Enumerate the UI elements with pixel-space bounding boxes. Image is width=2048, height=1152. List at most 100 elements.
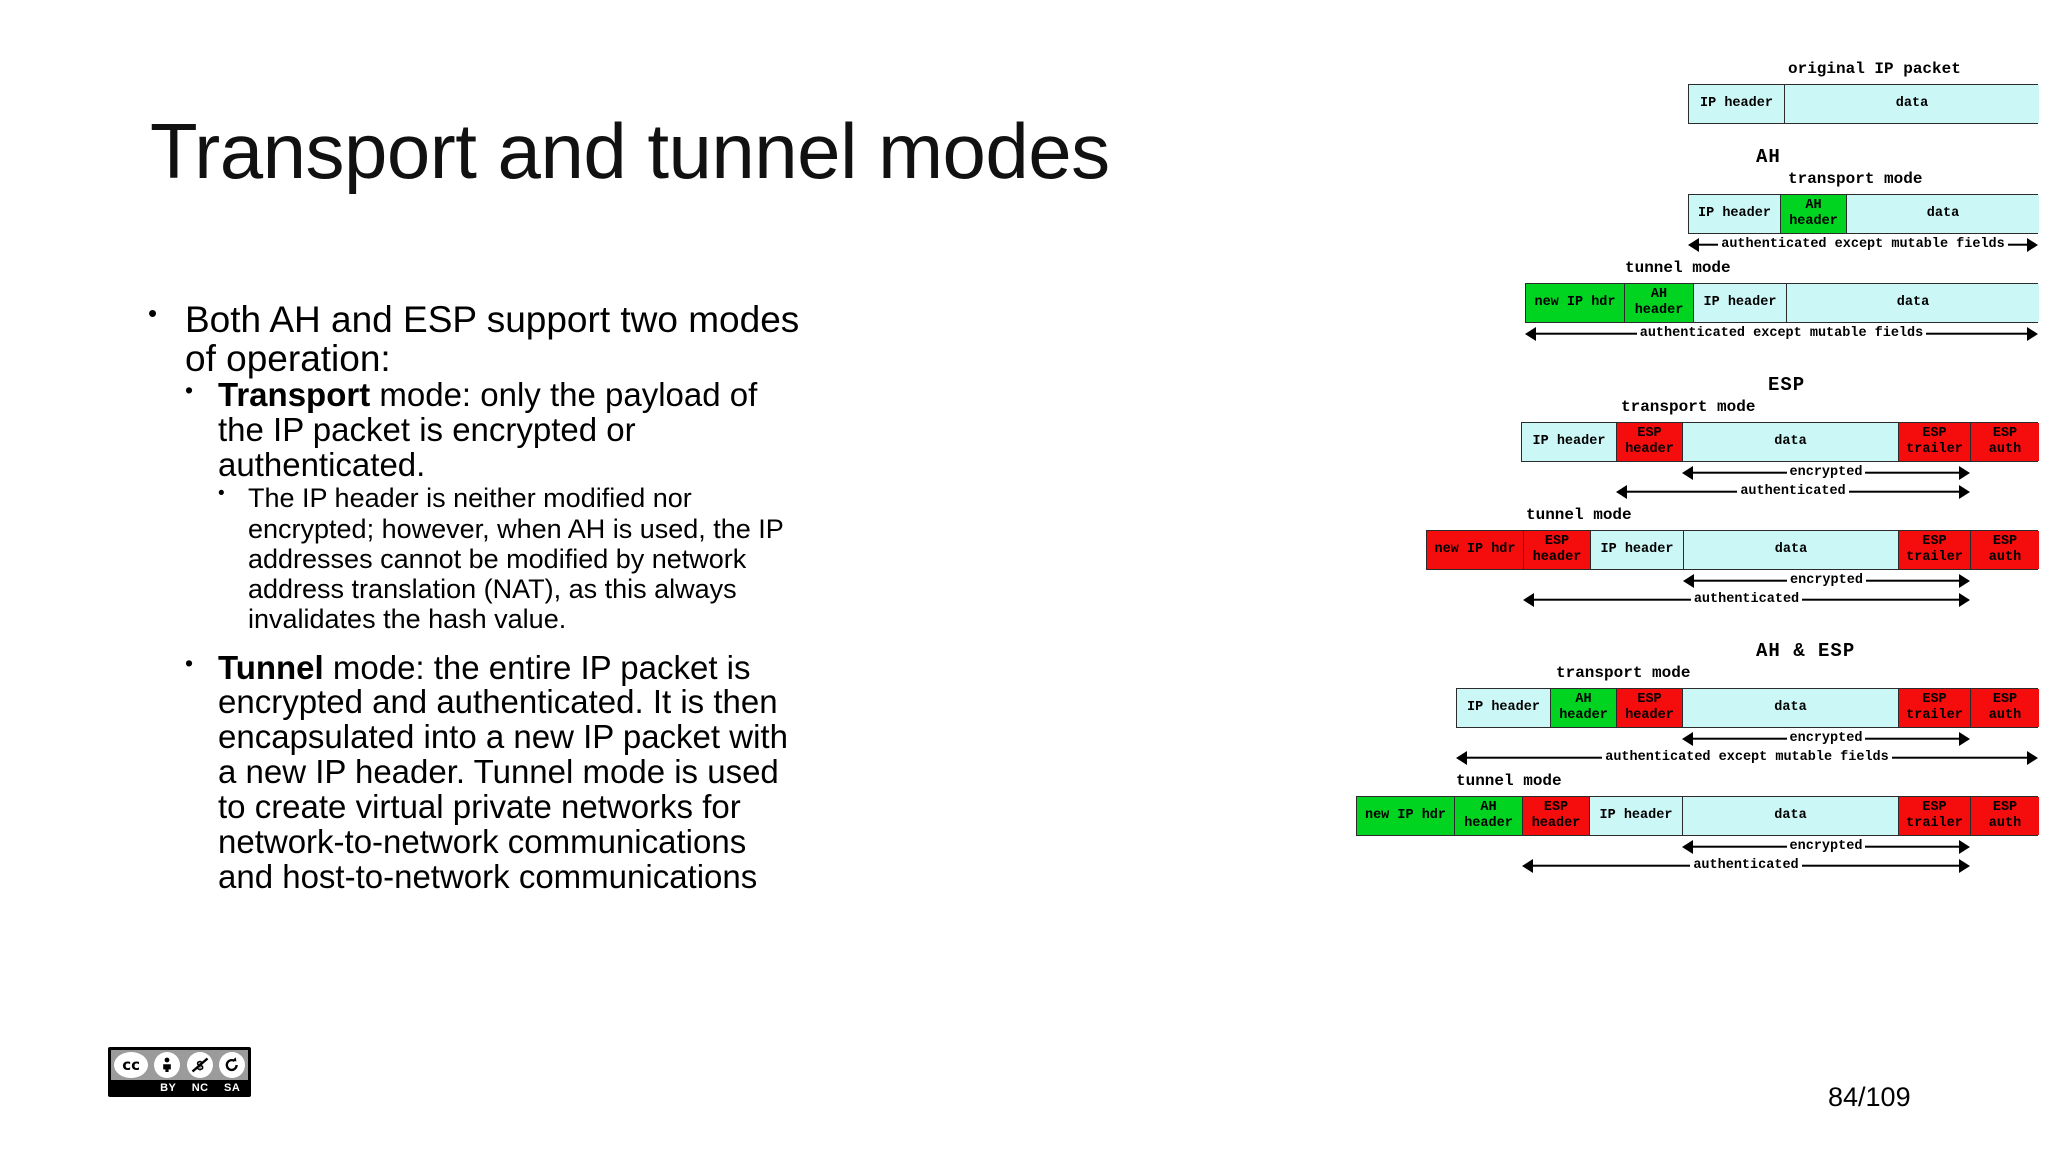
packet-field-label: ESP xyxy=(1922,692,1947,708)
page-title: Transport and tunnel modes xyxy=(150,107,1110,195)
arrow-head-right-icon xyxy=(1959,573,1970,588)
list-item: • Both AH and ESP support two modes of o… xyxy=(148,298,808,896)
tunnel-rest: mode: the entire IP packet is encrypted … xyxy=(218,648,788,896)
mode-caption: transport mode xyxy=(1621,398,1756,416)
packet-field: IP header xyxy=(1590,797,1683,835)
cc-by-label: BY xyxy=(160,1082,177,1094)
packet-field: IP header xyxy=(1591,531,1684,569)
span-arrow: authenticated xyxy=(1523,590,1970,609)
arrow-head-left-icon xyxy=(1688,237,1699,252)
arrow-head-right-icon xyxy=(2027,237,2038,252)
bullet-transport-text: Transport mode: only the payload of the … xyxy=(218,376,808,484)
packet-field-label: ESP xyxy=(1992,800,2018,816)
arrow-head-right-icon xyxy=(2027,326,2038,341)
arrow-head-right-icon xyxy=(1959,592,1970,607)
packet-field-label: trailer xyxy=(1906,816,1963,831)
transport-detail-text: The IP header is neither modified nor en… xyxy=(248,483,784,635)
cc-sa-label: SA xyxy=(223,1082,241,1094)
arrow-label: encrypted xyxy=(1786,840,1866,854)
packet-field-label: trailer xyxy=(1906,550,1963,565)
bullet-tunnel-text: Tunnel mode: the entire IP packet is enc… xyxy=(218,648,808,896)
slide-body: • Both AH and ESP support two modes of o… xyxy=(148,298,808,897)
packet-field-label: IP header xyxy=(1600,542,1674,558)
span-arrow: authenticated except mutable fields xyxy=(1688,235,2038,254)
arrow-head-right-icon xyxy=(1959,839,1970,854)
packet-field-label: IP header xyxy=(1532,434,1606,450)
packet-field: new IP hdr xyxy=(1526,284,1625,322)
cc-logo-icon: cc xyxy=(114,1052,149,1078)
caption-original-packet: original IP packet xyxy=(1788,60,1961,78)
cc-icon-row: cc $ xyxy=(111,1050,248,1080)
mode-caption: tunnel mode xyxy=(1625,259,1731,277)
packet-field-label: data xyxy=(1774,434,1807,450)
packet-field-label: auth xyxy=(1988,550,2022,565)
mode-caption: transport mode xyxy=(1556,664,1691,682)
bullet-level1-text: Both AH and ESP support two modes of ope… xyxy=(185,299,800,380)
packet-field-label: AH xyxy=(1575,692,1592,708)
arrow-head-right-icon xyxy=(1959,858,1970,873)
packet-field: IP header xyxy=(1457,689,1551,727)
mode-caption: transport mode xyxy=(1788,170,1923,188)
packet-field-label: AH xyxy=(1805,198,1822,214)
group-label-ah: AH xyxy=(1756,146,1781,168)
packet-field-label: header xyxy=(1531,816,1581,831)
transport-rest: mode: only the payload of the IP packet … xyxy=(218,376,758,484)
packet-field: IP header xyxy=(1689,85,1785,123)
span-arrow: encrypted xyxy=(1683,571,1970,590)
mode-caption: tunnel mode xyxy=(1456,772,1562,790)
list-item-transport: • Transport mode: only the payload of th… xyxy=(185,376,808,634)
packet-field: data xyxy=(1683,423,1899,461)
list-item-transport-detail: • The IP header is neither modified nor … xyxy=(218,483,808,634)
packet-field-label: header xyxy=(1625,442,1674,457)
packet-field-label: ESP xyxy=(1922,800,1947,816)
arrow-head-right-icon xyxy=(1959,484,1970,499)
list-item-tunnel: • Tunnel mode: the entire IP packet is e… xyxy=(185,648,808,896)
span-arrow: encrypted xyxy=(1682,463,1970,482)
packet-field-label: data xyxy=(1926,206,1960,222)
transport-keyword: Transport xyxy=(218,376,371,414)
arrow-head-left-icon xyxy=(1682,731,1693,746)
arrow-label: authenticated xyxy=(1737,485,1849,499)
arrow-label: encrypted xyxy=(1786,466,1866,480)
packet-field-label: ESP xyxy=(1543,800,1569,816)
packet-field: data xyxy=(1683,689,1899,727)
creative-commons-badge: cc $ xyxy=(108,1047,251,1097)
arrow-label: authenticated except mutable fields xyxy=(1602,751,1892,765)
span-arrow: authenticated xyxy=(1616,482,1970,501)
packet-field: data xyxy=(1683,797,1899,835)
bullet-icon: • xyxy=(218,483,225,505)
arrow-head-right-icon xyxy=(1959,465,1970,480)
arrow-label: encrypted xyxy=(1786,732,1866,746)
packet-field: new IP hdr xyxy=(1357,797,1455,835)
slide-number: 84/109 xyxy=(1828,1082,1911,1112)
packet-field-label: ESP xyxy=(1544,534,1570,550)
packet-field: IP header xyxy=(1689,195,1781,233)
packet-field-label: AH xyxy=(1480,800,1497,816)
bullet-list-level2: • Transport mode: only the payload of th… xyxy=(185,376,808,896)
packet-field-label: header xyxy=(1559,708,1608,723)
packet-field: IP header xyxy=(1522,423,1617,461)
arrow-head-left-icon xyxy=(1683,573,1694,588)
bullet-icon: • xyxy=(185,377,194,404)
attribution-person-icon xyxy=(154,1052,181,1078)
packet-field-label: trailer xyxy=(1906,442,1963,457)
bullet-icon: • xyxy=(148,298,158,328)
packet-field-label: IP header xyxy=(1599,808,1673,824)
packet-field: data xyxy=(1785,85,2039,123)
packet-field-label: header xyxy=(1789,214,1838,229)
packet-field-label: ESP xyxy=(1922,426,1947,442)
